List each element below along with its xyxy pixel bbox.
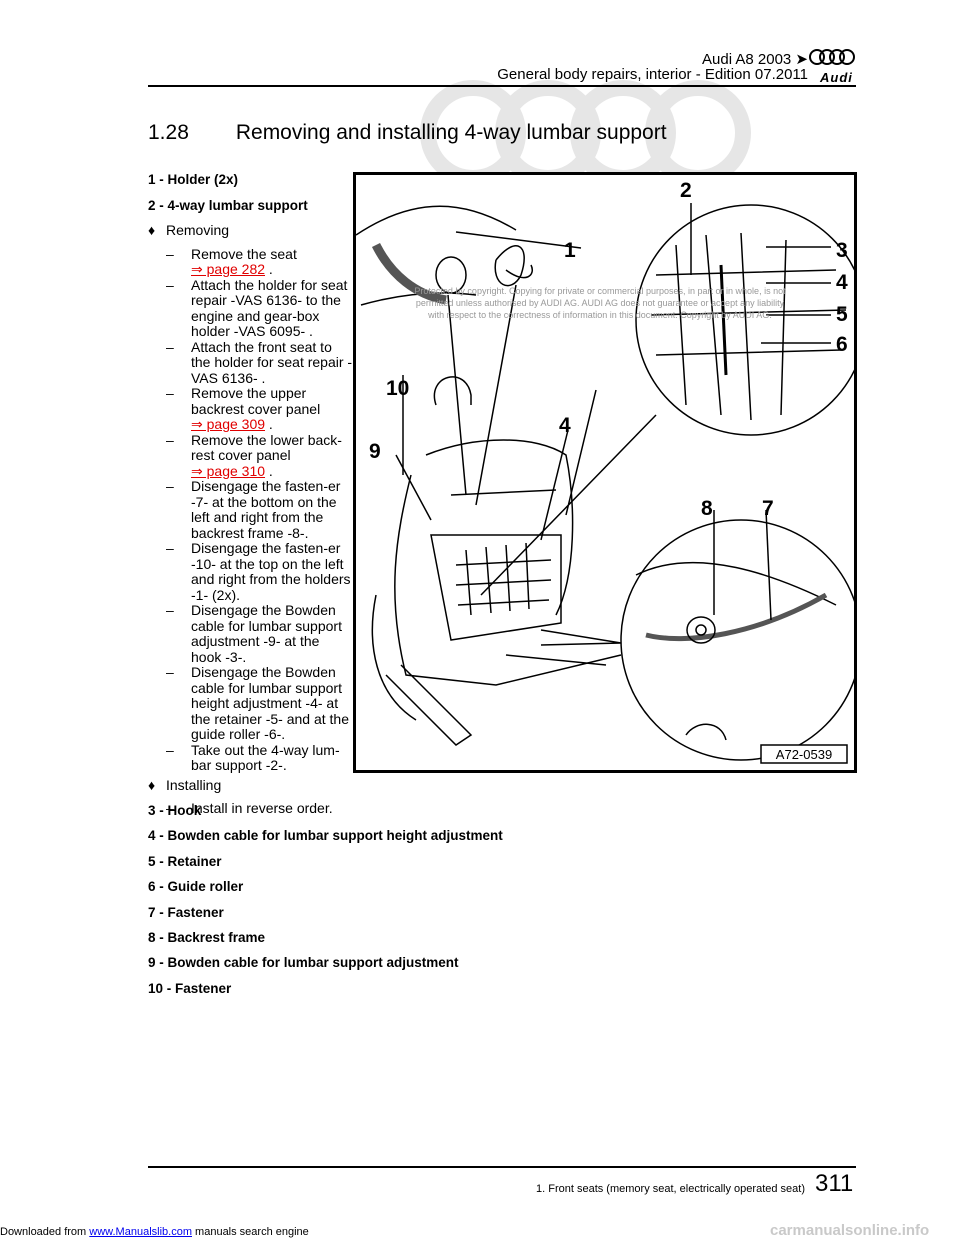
- step-attach-front-seat: –Attach the front seat to the holder for…: [166, 338, 353, 386]
- step-remove-seat: – Remove the seat ⇒ page 282 .: [166, 245, 297, 277]
- legend-item-10: 10 - Fastener: [148, 980, 232, 996]
- page-282-link[interactable]: ⇒ page 282: [191, 261, 266, 277]
- legend-item-7: 7 - Fastener: [148, 904, 224, 920]
- step-install-reverse: –Install in reverse order.: [166, 800, 333, 816]
- copyright-watermark: Protected by copyright. Copying for priv…: [414, 286, 786, 320]
- callout-5: 5: [836, 303, 848, 326]
- diamond-icon: ♦: [148, 776, 156, 793]
- callout-2: 2: [680, 179, 692, 202]
- section-number: 1.28: [148, 121, 189, 144]
- callout-10: 10: [386, 377, 409, 400]
- removing-heading: ♦ Removing: [148, 222, 230, 238]
- step-take-out-support: –Take out the 4-way lum-bar support -2-.: [166, 741, 340, 773]
- legend-item-8: 8 - Backrest frame: [148, 929, 266, 945]
- step-attach-holder: –Attach the holder for seat repair -VAS …: [166, 276, 348, 339]
- lumbar-support-figure: 1 2 3 4 5 6 7 8 9 10 4 A72-0539: [353, 172, 857, 773]
- diamond-icon: ♦: [148, 222, 156, 238]
- manual-subtitle: General body repairs, interior - Edition…: [497, 66, 808, 83]
- step-remove-lower-panel: – Remove the lower back-rest cover panel…: [166, 431, 342, 479]
- item-1: 1 - Holder (2x): [148, 172, 239, 187]
- step-disengage-fastener-7: –Disengage the fasten-er -7- at the bott…: [166, 478, 341, 541]
- legend-item-9: 9 - Bowden cable for lumbar support adju…: [148, 955, 459, 971]
- audi-logo-text: Audi: [820, 70, 853, 85]
- footer-divider: [148, 1166, 856, 1168]
- callout-1: 1: [564, 239, 576, 262]
- header-divider: [148, 85, 856, 87]
- chapter-title: 1. Front seats (memory seat, electricall…: [536, 1183, 805, 1195]
- page-309-link[interactable]: ⇒ page 309: [191, 416, 266, 432]
- banner-suffix: manuals search engine: [195, 1226, 309, 1238]
- callout-3: 3: [836, 239, 848, 262]
- legend-item-5: 5 - Retainer: [148, 853, 222, 869]
- section-heading: 1.28 Removing and installing 4-way lumba…: [148, 121, 667, 145]
- step-remove-upper-panel: – Remove the upper backrest cover panel …: [166, 385, 321, 432]
- page-number: 311: [815, 1170, 854, 1197]
- manualslib-link[interactable]: www.Manualslib.com: [89, 1226, 192, 1238]
- page-310-link[interactable]: ⇒ page 310: [191, 462, 266, 479]
- step-disengage-fastener-10: –Disengage the fasten-er -10- at the top…: [166, 540, 351, 603]
- installing-heading: ♦ Installing: [148, 776, 222, 793]
- callout-7: 7: [762, 497, 774, 520]
- step-disengage-bowden-4: –Disengage the Bowden cable for lumbar s…: [166, 664, 349, 742]
- step-disengage-bowden-9: –Disengage the Bowden cable for lumbar s…: [166, 602, 342, 665]
- audi-rings-icon: [809, 49, 855, 65]
- callout-4: 4: [836, 271, 848, 294]
- download-banner: Downloaded from www.Manualslib.com manua…: [0, 1226, 309, 1238]
- item-2: 2 - 4-way lumbar support: [148, 197, 308, 213]
- banner-prefix: Downloaded from: [0, 1226, 87, 1238]
- seat-illustration: 1 2 3 4 5 6 7 8 9 10 4 A72-0539: [356, 179, 854, 764]
- legend-item-3: 3 - Hook: [148, 803, 202, 818]
- section-title: Removing and installing 4-way lumbar sup…: [235, 121, 667, 144]
- procedure-column: 1 - Holder (2x) 2 - 4-way lumbar support…: [148, 172, 353, 817]
- manual-title: Audi A8 2003 ➤: [702, 51, 808, 68]
- legend-item-4: 4 - Bowden cable for lumbar support heig…: [148, 828, 503, 844]
- callout-9: 9: [369, 440, 381, 463]
- callout-6: 6: [836, 333, 848, 356]
- callout-8: 8: [701, 497, 713, 520]
- figure-code: A72-0539: [776, 747, 832, 762]
- parts-legend: 3 - Hook 4 - Bowden cable for lumbar sup…: [148, 803, 503, 1006]
- site-watermark: carmanualsonline.info: [770, 1222, 930, 1239]
- callout-4-seat: 4: [559, 414, 571, 437]
- legend-item-6: 6 - Guide roller: [148, 879, 244, 895]
